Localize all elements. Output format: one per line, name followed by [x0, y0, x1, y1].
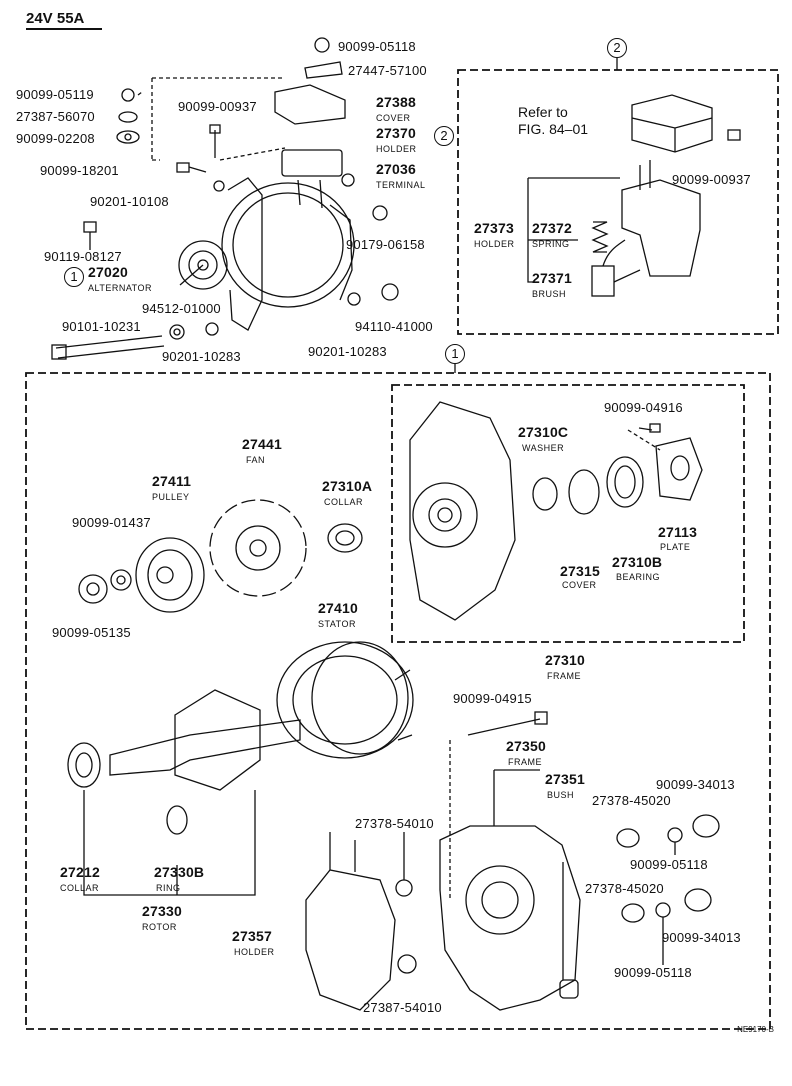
part-name: COLLAR: [60, 883, 100, 893]
callout-1-alternator: 1: [64, 267, 84, 287]
part-label: 90099-00937: [178, 99, 257, 114]
refer-line-1: Refer to: [518, 104, 568, 120]
part-number: 27310: [545, 652, 585, 668]
refer-line-2: FIG. 84–01: [518, 121, 589, 137]
part-name: SPRING: [532, 239, 570, 249]
part-label: 90099-34013: [662, 930, 741, 945]
part-number: 27350: [506, 738, 546, 754]
part-name: BRUSH: [532, 289, 567, 299]
part-label: 94512-01000: [142, 301, 221, 316]
part-name: BEARING: [616, 572, 661, 582]
part-label: 90099-34013: [656, 777, 735, 792]
part-label: 27378-45020: [592, 793, 671, 808]
part-name: HOLDER: [474, 239, 515, 249]
diagram-title: 24V 55A: [26, 10, 85, 27]
regulator-holder-detail: [527, 94, 741, 297]
part-label: 90099-05119: [16, 87, 94, 102]
part-label: 90099-05118: [338, 39, 416, 54]
alternator-assembly: [51, 37, 399, 360]
part-label: 90201-10283: [308, 344, 387, 359]
part-number: 27357: [232, 928, 272, 944]
part-name: COVER: [562, 580, 597, 590]
part-label: 90101-10231: [62, 319, 141, 334]
part-label: 90099-04916: [604, 400, 683, 415]
part-label: 90099-05118: [614, 965, 692, 980]
part-number: 27351: [545, 771, 585, 787]
drive-end-frame: [409, 401, 703, 621]
part-number: 27212: [60, 864, 100, 880]
part-name: WASHER: [522, 443, 565, 453]
part-number: 27310A: [322, 478, 373, 494]
part-label: 90201-10283: [162, 349, 241, 364]
part-name: ALTERNATOR: [88, 283, 153, 293]
part-label: 94110-41000: [355, 319, 433, 334]
callout-2-top: 2: [607, 38, 627, 58]
part-name: PULLEY: [152, 492, 190, 502]
part-label: 90179-06158: [346, 237, 425, 252]
part-label: 90099-05135: [52, 625, 131, 640]
part-label: 90099-05118: [630, 857, 708, 872]
part-name: FRAME: [547, 671, 581, 681]
part-number: 27020: [88, 264, 128, 280]
part-number: 27441: [242, 436, 282, 452]
part-number: 27036: [376, 161, 416, 177]
part-label: 27447-57100: [348, 63, 427, 78]
part-name: TERMINAL: [376, 180, 426, 190]
part-label: 90119-08127: [44, 249, 122, 264]
part-number: 27310B: [612, 554, 663, 570]
callout-2-holder: 2: [434, 126, 454, 146]
part-label: 27387-56070: [16, 109, 95, 124]
part-number: 27113: [658, 524, 698, 540]
part-name: FRAME: [508, 757, 542, 767]
part-number: 27410: [318, 600, 358, 616]
part-name: ROTOR: [142, 922, 177, 932]
frame-sub-box: [391, 384, 745, 643]
part-label: 27378-54010: [355, 816, 434, 831]
part-number: 27372: [532, 220, 572, 236]
part-name: HOLDER: [234, 947, 275, 957]
part-name: COLLAR: [324, 497, 364, 507]
part-number: 27315: [560, 563, 600, 579]
refer-note: Refer to FIG. 84–01: [518, 104, 588, 138]
pulley-fan-group: [78, 499, 363, 613]
part-number: 27373: [474, 220, 514, 236]
part-name: HOLDER: [376, 144, 417, 154]
figure-code: NE9170-B: [737, 1025, 774, 1034]
part-name: COVER: [376, 113, 411, 123]
part-label: 90099-01437: [72, 515, 151, 530]
part-number: 27370: [376, 125, 416, 141]
part-label: 90099-02208: [16, 131, 95, 146]
part-number: 27310C: [518, 424, 569, 440]
part-label: 90201-10108: [90, 194, 169, 209]
detail-box-2: [457, 69, 779, 335]
part-label: 90099-00937: [672, 172, 751, 187]
part-number: 27388: [376, 94, 416, 110]
part-name: FAN: [246, 455, 266, 465]
part-label: 90099-04915: [453, 691, 532, 706]
part-label: 90099-18201: [40, 163, 119, 178]
part-name: RING: [156, 883, 181, 893]
part-name: STATOR: [318, 619, 357, 629]
part-number: 27330: [142, 903, 182, 919]
part-label: 27378-45020: [585, 881, 664, 896]
part-name: PLATE: [660, 542, 691, 552]
callout-1-box: 1: [445, 344, 465, 364]
part-label: 27387-54010: [363, 1000, 442, 1015]
part-number: 27371: [532, 270, 572, 286]
part-number: 27330B: [154, 864, 205, 880]
part-name: BUSH: [547, 790, 575, 800]
rear-end-frame-group: [305, 711, 720, 1011]
stator-rotor-group: [67, 641, 414, 896]
title-underline: [26, 28, 102, 30]
part-number: 27411: [152, 473, 192, 489]
detail-box-1: [25, 372, 771, 1030]
